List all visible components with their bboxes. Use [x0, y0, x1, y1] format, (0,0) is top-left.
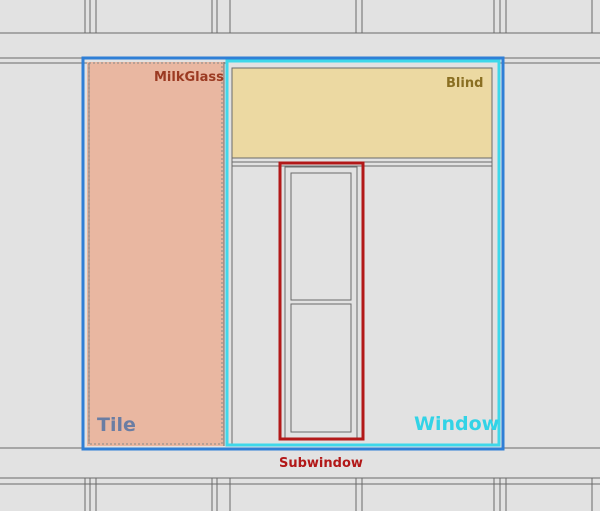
- tile-label: Tile: [97, 414, 136, 436]
- outer-frame: [81, 56, 505, 451]
- tile-region: [87, 62, 224, 446]
- window-frame: [225, 59, 501, 447]
- subwindow-frame: [278, 161, 365, 441]
- milkglass-label: MilkGlass: [154, 70, 224, 85]
- window-label: Window: [414, 413, 500, 435]
- milkglass-outline: [88, 62, 223, 445]
- blind-region: [231, 67, 493, 159]
- blind-label: Blind: [446, 76, 484, 91]
- subwindow-label: Subwindow: [279, 456, 363, 471]
